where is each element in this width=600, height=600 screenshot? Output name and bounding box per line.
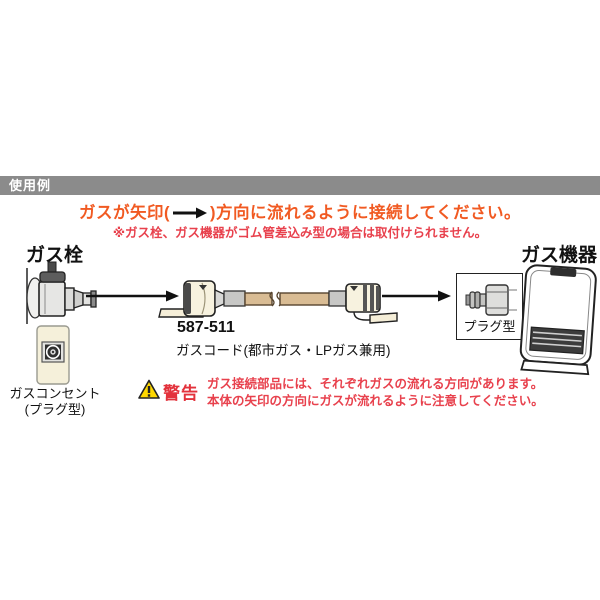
gas-tap-label: ガス栓 [26, 245, 84, 266]
product-code: 587-511 [177, 319, 235, 336]
gas-cord-illustration [158, 280, 398, 324]
heading-text-after: )方向に流れるように接続してください。 [209, 204, 521, 222]
warning-triangle-icon [138, 379, 160, 399]
right-arrow-icon [172, 207, 207, 219]
section-header-bar: 使用例 [0, 176, 600, 195]
section-header-label: 使用例 [9, 178, 52, 193]
flow-arrow-right [382, 290, 451, 302]
plug-type-label: プラグ型 [463, 319, 516, 334]
flow-arrow-left [86, 290, 179, 302]
gas-appliance-label: ガス機器 [521, 245, 598, 266]
warning-text: ガス接続部品には、それぞれガスの流れる方向があります。 本体の矢印の方向にガスが… [207, 376, 544, 409]
gas-heater-illustration [519, 264, 597, 376]
warning-text-line2: 本体の矢印の方向にガスが流れるように注意してください。 [207, 393, 544, 408]
outlet-caption-line2: (プラグ型) [24, 402, 86, 417]
gas-tap-illustration [26, 261, 97, 324]
restriction-note: ※ガス栓、ガス機器がゴム管差込み型の場合は取付けられません。 [112, 226, 488, 240]
outlet-caption: ガスコンセント (プラグ型) [0, 386, 110, 418]
warning-text-line1: ガス接続部品には、それぞれガスの流れる方向があります。 [207, 377, 544, 391]
warning-label: 警告 [163, 384, 199, 403]
gas-outlet-illustration [36, 325, 70, 385]
plug-connector-icon [465, 284, 517, 316]
warning-note: 警告 ガス接続部品には、それぞれガスの流れる方向があります。 本体の矢印の方向に… [138, 376, 544, 409]
product-description: ガスコード(都市ガス・LPガス兼用) [176, 343, 391, 358]
heading-text-before: ガスが矢印( [78, 204, 170, 222]
outlet-caption-line1: ガスコンセント [9, 386, 101, 401]
plug-type-box: プラグ型 [456, 273, 523, 340]
flow-instruction-heading: ガスが矢印( )方向に流れるように接続してください。 [0, 199, 600, 223]
